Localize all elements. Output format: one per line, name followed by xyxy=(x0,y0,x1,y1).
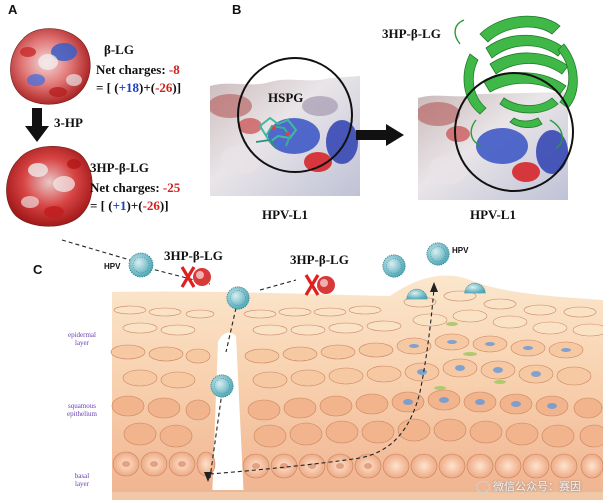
layer-label-epidermal: epidermal layer xyxy=(52,331,112,347)
hpv-virus-icon xyxy=(128,252,154,278)
eq-negative: -26 xyxy=(155,80,173,95)
hspg-label: HSPG xyxy=(268,90,304,105)
beta-lg-net-charge: Net charges: -8 xyxy=(96,62,180,78)
layer-label-line: layer xyxy=(75,339,89,347)
right-arrow xyxy=(356,124,404,146)
blocker-label-right: 3HP-β-LG xyxy=(290,252,349,267)
watermark-text: 微信公众号：赛因 xyxy=(493,480,581,493)
eq-negative: -26 xyxy=(142,198,160,213)
hpv-virus-icon xyxy=(464,282,486,294)
layer-label-basal: basal layer xyxy=(52,472,112,488)
eq-mid: )+( xyxy=(139,80,156,95)
eq-prefix: = [ ( xyxy=(90,198,113,213)
net-charge-value: -8 xyxy=(168,62,180,77)
hpv-virus-icon xyxy=(406,288,428,300)
eq-mid: )+( xyxy=(126,198,143,213)
eq-positive: +18 xyxy=(118,80,139,95)
beta-lg-equation: = [ (+18)+(-26)] xyxy=(96,80,181,96)
layer-label-line: epidermal xyxy=(68,331,96,339)
hspg-circle xyxy=(237,57,353,173)
eq-prefix: = [ ( xyxy=(96,80,119,95)
hpv-virus-icon xyxy=(426,242,450,266)
layer-label-line: layer xyxy=(75,480,89,488)
hpv-virus-icon xyxy=(226,286,250,310)
net-charge-label: Net charges: xyxy=(90,180,160,195)
3hp-beta-lg-net-charge: Net charges: -25 xyxy=(90,180,180,196)
complex-label: 3HP-β-LG xyxy=(382,26,441,41)
watermark-icon xyxy=(476,481,490,493)
beta-lg-surface xyxy=(10,28,91,105)
hpv-virus-icon xyxy=(382,254,406,278)
eq-suffix: )] xyxy=(159,198,169,213)
3hp-beta-lg-surface xyxy=(6,145,93,227)
panel-b-letter: B xyxy=(232,2,242,17)
watermark: 微信公众号：赛因 xyxy=(476,478,581,494)
blocker-label-left: 3HP-β-LG xyxy=(164,248,223,263)
layer-label-line: squamous xyxy=(68,402,96,410)
hpv-l1-surface-right xyxy=(418,88,568,200)
binding-circle xyxy=(454,72,574,192)
down-arrow xyxy=(25,108,49,142)
3hp-beta-lg-label: 3HP-β-LG xyxy=(90,160,149,175)
net-charge-label: Net charges: xyxy=(96,62,166,77)
hpv-l1-caption-left: HPV-L1 xyxy=(262,207,308,222)
3hp-beta-lg-blocker-icon xyxy=(304,274,335,296)
hpv-label-left: HPV xyxy=(104,262,121,271)
3hp-beta-lg-equation: = [ (+1)+(-26)] xyxy=(90,198,169,214)
eq-suffix: )] xyxy=(172,80,182,95)
hpv-virus-icon xyxy=(210,374,234,398)
3hp-beta-lg-blocker-icon xyxy=(180,266,211,288)
layer-label-squamous: squamous epithelium xyxy=(52,402,112,418)
layer-label-line: basal xyxy=(74,472,90,480)
3hp-beta-lg-ribbon xyxy=(454,15,578,149)
hpv-label-right: HPV xyxy=(452,246,469,255)
panel-c-letter: C xyxy=(33,262,43,277)
epithelium-illustration xyxy=(61,239,603,500)
layer-label-line: epithelium xyxy=(67,410,97,418)
beta-lg-label: β-LG xyxy=(104,42,134,57)
eq-positive: +1 xyxy=(112,198,127,213)
panel-a-letter: A xyxy=(8,2,18,17)
hpv-l1-caption-right: HPV-L1 xyxy=(470,207,516,222)
net-charge-value: -25 xyxy=(162,180,181,195)
arrow-label-3hp: 3-HP xyxy=(54,115,83,130)
